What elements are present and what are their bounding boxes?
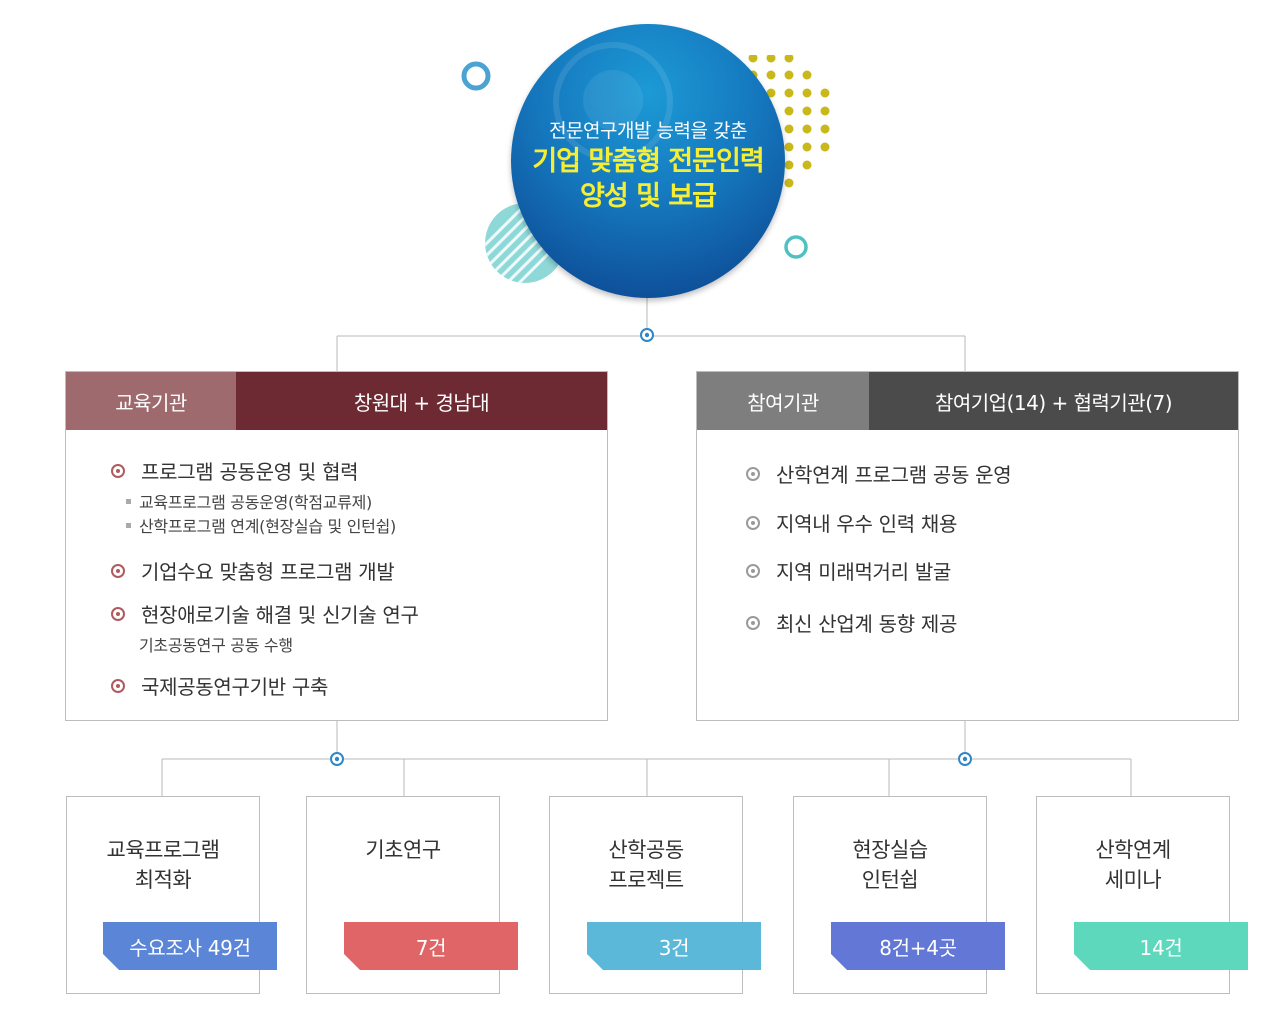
group-name: 창원대 + 경남대 [236, 372, 607, 430]
square-bullet-icon [126, 522, 131, 528]
target-bullet-icon [111, 606, 125, 621]
ring-decoration [461, 61, 491, 91]
sub-item: 산학프로그램 연계(현장실습 및 인턴쉽) [126, 513, 396, 537]
panel-header: 교육기관 창원대 + 경남대 [66, 372, 607, 430]
outcome-title: 산학연계 세미나 [1095, 838, 1171, 892]
list-item: 국제공동연구기반 구축 [111, 671, 328, 700]
dot-grid-decoration [748, 55, 830, 188]
list-item: 산학연계 프로그램 공동 운영 [746, 459, 1012, 488]
panel-header: 참여기관 참여기업(14) + 협력기관(7) [697, 372, 1238, 430]
target-bullet-icon [746, 563, 760, 578]
education-institutions-panel: 교육기관 창원대 + 경남대 프로그램 공동운영 및 협력 교육프로그램 공동운… [65, 371, 608, 721]
target-bullet-icon [746, 615, 760, 630]
junction-node-top [640, 328, 654, 342]
list-item: 지역내 우수 인력 채용 [746, 508, 957, 537]
university-emblem-watermark [553, 42, 673, 162]
target-bullet-icon [746, 466, 760, 481]
square-bullet-icon [126, 498, 131, 504]
hero-subtitle: 전문연구개발 능력을 갖춘 [549, 120, 747, 142]
target-bullet-icon [111, 463, 125, 478]
participating-institutions-panel: 참여기관 참여기업(14) + 협력기관(7) 산학연계 프로그램 공동 운영 … [696, 371, 1239, 721]
item-note: 기초공동연구 공동 수행 [139, 636, 293, 655]
group-label: 참여기관 [697, 372, 869, 430]
list-item: 프로그램 공동운영 및 협력 [111, 456, 359, 485]
ring-decoration-small [784, 235, 808, 259]
hero-circle: 전문연구개발 능력을 갖춘 기업 맞춤형 전문인력 양성 및 보급 [511, 24, 785, 298]
hero-title-line1: 기업 맞춤형 전문인력 [532, 146, 764, 177]
hero-title-line2: 양성 및 보급 [580, 181, 717, 212]
target-bullet-icon [746, 515, 760, 530]
list-item: 최신 산업계 동향 제공 [746, 608, 957, 637]
junction-node-right [958, 752, 972, 766]
outcome-value-tag: 7건 [344, 922, 518, 970]
group-name: 참여기업(14) + 협력기관(7) [869, 372, 1238, 430]
group-label: 교육기관 [66, 372, 236, 430]
outcome-value-tag: 3건 [587, 922, 761, 970]
outcome-title: 기초연구 [365, 838, 441, 862]
target-bullet-icon [111, 563, 125, 578]
hero-title: 기업 맞춤형 전문인력 양성 및 보급 [511, 144, 785, 214]
target-bullet-icon [111, 678, 125, 693]
outcome-value-tag: 8건+4곳 [831, 922, 1005, 970]
sub-item: 교육프로그램 공동운영(학점교류제) [126, 489, 372, 513]
list-item: 기업수요 맞춤형 프로그램 개발 [111, 556, 395, 585]
outcome-value-tag: 14건 [1074, 922, 1248, 970]
junction-node-left [330, 752, 344, 766]
outcome-title: 산학공동 프로젝트 [608, 838, 684, 892]
outcome-value-tag: 수요조사 49건 [103, 922, 277, 970]
list-item: 지역 미래먹거리 발굴 [746, 556, 951, 585]
outcome-title: 현장실습 인턴쉽 [852, 838, 928, 892]
list-item: 현장애로기술 해결 및 신기술 연구 [111, 599, 419, 628]
outcome-title: 교육프로그램 최적화 [106, 838, 220, 892]
